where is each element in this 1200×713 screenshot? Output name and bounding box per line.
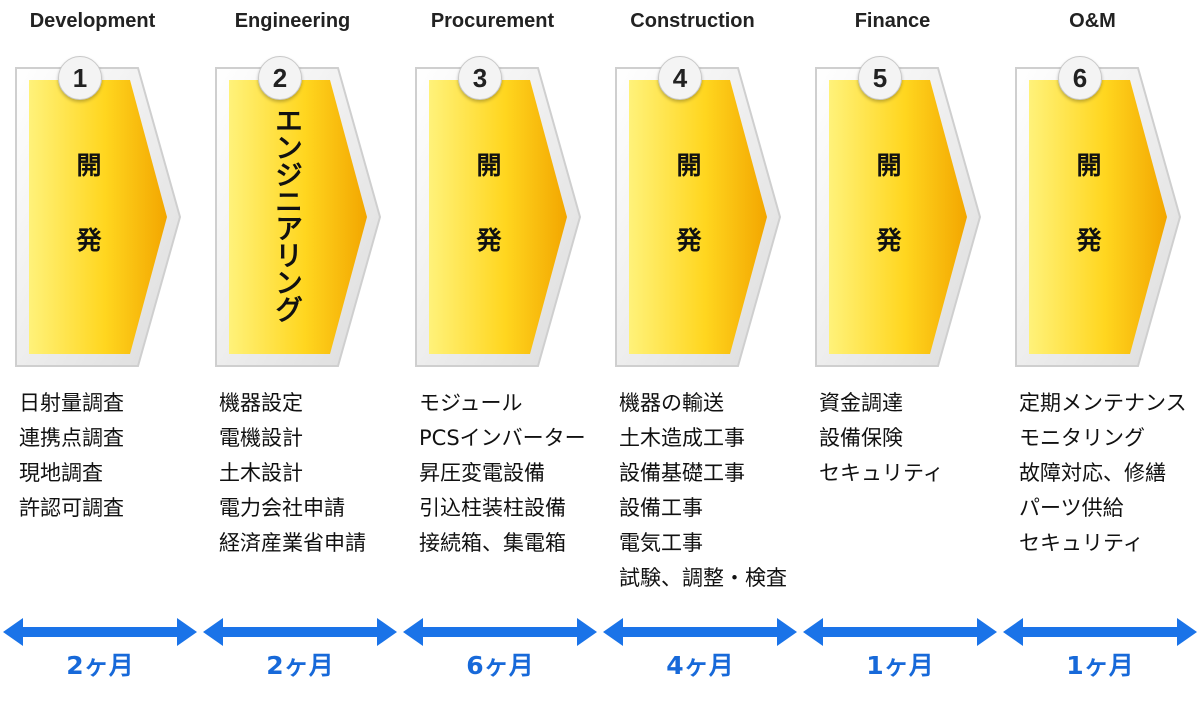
duration-label: 1ヶ月 xyxy=(1066,651,1134,680)
double-arrow-icon xyxy=(203,618,397,646)
phase-label: エンジニアリング xyxy=(271,106,304,322)
task-list: 定期メンテナンス モニタリング 故障対応、修繕 パーツ供給 セキュリティ xyxy=(1019,386,1200,561)
phase-label: 開発 xyxy=(473,152,502,302)
chevron-shape xyxy=(415,67,582,367)
task-item: 昇圧変電設備 xyxy=(419,461,545,485)
duration-label: 1ヶ月 xyxy=(866,651,934,680)
task-item: PCSインバーター xyxy=(419,426,586,450)
step-number-badge: 3 xyxy=(458,56,502,100)
chevron-shape xyxy=(615,67,782,367)
task-list: 資金調達 設備保険 セキュリティ xyxy=(819,386,1004,491)
task-item: 土木設計 xyxy=(219,461,303,485)
step-number-badge: 2 xyxy=(258,56,302,100)
task-item: 設備工事 xyxy=(619,496,703,520)
task-list: モジュール PCSインバーター 昇圧変電設備 引込柱装柱設備 接続箱、集電箱 xyxy=(419,386,604,561)
step-number-badge: 6 xyxy=(1058,56,1102,100)
task-item: パーツ供給 xyxy=(1019,496,1124,520)
stage-finance: Finance 5 開発 資金調達 設備保険 セキュリティ 1ヶ月 xyxy=(800,0,1000,713)
double-arrow-icon xyxy=(403,618,597,646)
task-list: 機器の輸送 土木造成工事 設備基礎工事 設備工事 電気工事 試験、調整・検査 xyxy=(619,386,804,596)
chevron-shape xyxy=(215,67,382,367)
task-item: 引込柱装柱設備 xyxy=(419,496,566,520)
task-item: 現地調査 xyxy=(19,461,103,485)
step-number-badge: 4 xyxy=(658,56,702,100)
task-item: 電力会社申請 xyxy=(219,496,345,520)
duration-label: 6ヶ月 xyxy=(466,651,534,680)
phase-label: 開発 xyxy=(73,152,102,302)
stage-om: O&M 6 開発 定期メンテナンス モニタリング 故障対応、修繕 パーツ供給 セ… xyxy=(1000,0,1200,713)
phase-title: Engineering xyxy=(234,10,351,32)
double-arrow-icon xyxy=(3,618,197,646)
duration-label: 2ヶ月 xyxy=(266,651,334,680)
phase-label: 開発 xyxy=(873,152,902,302)
phase-title: Construction xyxy=(630,10,755,32)
phase-title: O&M xyxy=(1069,10,1116,32)
task-item: 機器設定 xyxy=(219,391,303,415)
task-item: 設備保険 xyxy=(819,426,903,450)
task-item: 設備基礎工事 xyxy=(619,461,745,485)
task-item: 機器の輸送 xyxy=(619,391,724,415)
task-item: モジュール xyxy=(419,391,523,415)
stage-procurement: Procurement 3 開発 モジュール PCSインバーター 昇圧変電設備 … xyxy=(400,0,600,713)
task-item: 土木造成工事 xyxy=(619,426,745,450)
task-item: 故障対応、修繕 xyxy=(1019,461,1166,485)
phase-title: Procurement xyxy=(430,10,555,32)
task-item: 日射量調査 xyxy=(19,391,124,415)
task-item: モニタリング xyxy=(1019,426,1145,450)
task-item: 経済産業省申請 xyxy=(219,531,366,555)
step-number-badge: 5 xyxy=(858,56,902,100)
task-item: 許認可調査 xyxy=(19,496,124,520)
task-item: 試験、調整・検査 xyxy=(619,566,787,590)
stage-construction: Construction 4 開発 機器の輸送 土木造成工事 設備基礎工事 設備… xyxy=(600,0,800,713)
step-number-badge: 1 xyxy=(58,56,102,100)
double-arrow-icon xyxy=(1003,618,1197,646)
duration-label: 2ヶ月 xyxy=(66,651,134,680)
double-arrow-icon xyxy=(803,618,997,646)
task-item: 資金調達 xyxy=(819,391,903,415)
task-item: セキュリティ xyxy=(819,461,944,485)
task-list: 日射量調査 連携点調査 現地調査 許認可調査 xyxy=(19,386,204,526)
stage-engineering: Engineering 2 エンジニアリング 機器設定 電機設計 土木設計 電力… xyxy=(200,0,400,713)
task-item: 定期メンテナンス xyxy=(1019,391,1187,415)
phase-label: 開発 xyxy=(1073,152,1102,302)
chevron-shape xyxy=(15,67,182,367)
task-item: 接続箱、集電箱 xyxy=(419,531,566,555)
chevron-shape xyxy=(815,67,982,367)
duration-label: 4ヶ月 xyxy=(666,651,734,680)
task-list: 機器設定 電機設計 土木設計 電力会社申請 経済産業省申請 xyxy=(219,386,404,561)
task-item: 電気工事 xyxy=(619,531,703,555)
chevron-shape xyxy=(1015,67,1182,367)
double-arrow-icon xyxy=(603,618,797,646)
stage-development: Development 1 開発 日射量調査 連携点調査 現地調査 許認可調査 … xyxy=(0,0,200,713)
phase-title: Finance xyxy=(854,10,931,32)
task-item: 電機設計 xyxy=(219,426,303,450)
phase-label: 開発 xyxy=(673,152,702,302)
task-item: 連携点調査 xyxy=(19,426,124,450)
phase-title: Development xyxy=(29,10,156,32)
task-item: セキュリティ xyxy=(1019,531,1144,555)
